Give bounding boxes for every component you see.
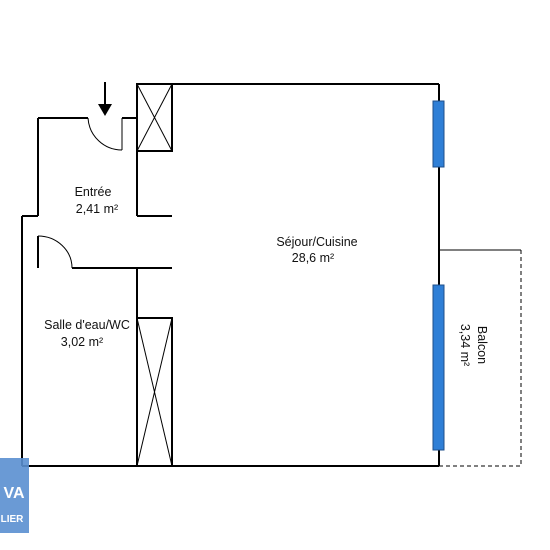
logo-line2: LIER — [1, 514, 25, 525]
balcon-outline — [439, 249, 522, 467]
shaft-top — [136, 83, 173, 152]
sejour-name: Séjour/Cuisine — [276, 235, 357, 249]
salle-area: 3,02 m² — [61, 335, 103, 349]
entree-walls — [21, 84, 172, 466]
window-top — [432, 100, 445, 168]
sejour-area: 28,6 m² — [292, 251, 334, 265]
salle-name: Salle d'eau/WC — [44, 318, 130, 332]
sejour-walls — [22, 83, 440, 467]
entree-area: 2,41 m² — [76, 202, 118, 216]
entree-name: Entrée — [75, 185, 112, 199]
entrance-door — [87, 117, 123, 151]
entrance-arrow-icon — [98, 82, 112, 116]
balcon-area: 3,34 m² — [458, 324, 472, 366]
window-bottom — [432, 284, 445, 451]
agency-logo: VA LIER — [0, 458, 29, 533]
logo-line1: VA — [3, 485, 24, 502]
balcon-name: Balcon — [475, 326, 489, 364]
shaft-bottom — [136, 317, 173, 467]
salle-walls — [37, 235, 172, 466]
